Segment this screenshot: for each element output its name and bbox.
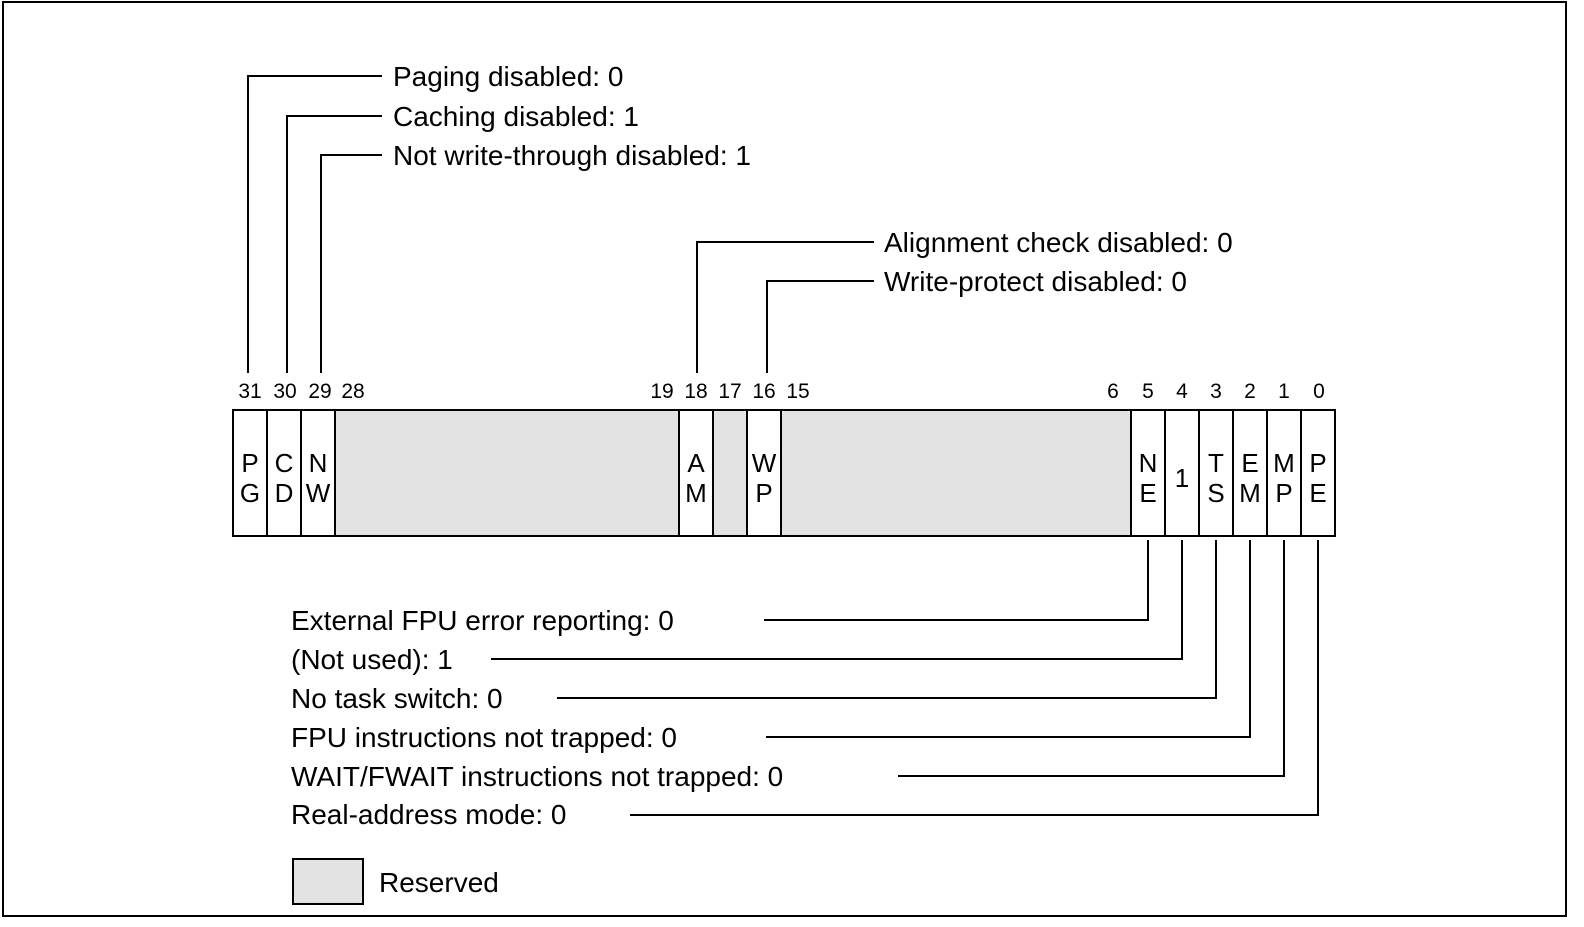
leader-line-cd — [286, 115, 382, 373]
labels-top: Paging disabled: 0 Caching disabled: 1 N… — [393, 61, 1233, 297]
labels-bottom: External FPU error reporting: 0 (Not use… — [291, 605, 783, 830]
field-bit4-value: 1 — [1175, 463, 1189, 493]
leader-line-pe — [630, 540, 1319, 816]
leader-line-mp — [898, 540, 1285, 777]
legend: Reserved — [292, 858, 499, 905]
field-ts-line1: T — [1208, 448, 1224, 478]
field-pe-line2: E — [1309, 478, 1326, 508]
leader-lines-top — [247, 75, 874, 373]
bit-number-31: 31 — [238, 380, 261, 403]
field-pe-line1: P — [1309, 448, 1326, 478]
bit-number-29: 29 — [308, 380, 331, 403]
label-am: Alignment check disabled: 0 — [884, 227, 1233, 258]
bit-number-2: 2 — [1244, 380, 1256, 403]
field-cell-pg — [232, 409, 268, 537]
legend-reserved-label: Reserved — [379, 867, 499, 898]
field-am-line1: A — [687, 448, 705, 478]
label-ts: No task switch: 0 — [291, 683, 503, 714]
field-cell-wp — [746, 409, 782, 537]
field-am-line2: M — [685, 478, 707, 508]
leader-line-pg — [247, 75, 382, 373]
bit-number-3: 3 — [1210, 380, 1222, 403]
field-ts-line2: S — [1207, 478, 1224, 508]
field-em-line1: E — [1241, 448, 1258, 478]
bit-number-row: 31 30 29 28 19 18 17 16 15 6 5 4 3 2 1 0 — [238, 380, 1325, 403]
bit-number-19: 19 — [650, 380, 673, 403]
label-em: FPU instructions not trapped: 0 — [291, 722, 677, 753]
label-bit4: (Not used): 1 — [291, 644, 453, 675]
leader-lines-bottom — [491, 540, 1319, 816]
field-cell-ts — [1198, 409, 1234, 537]
register-bar — [232, 409, 1336, 537]
field-cell-ne — [1130, 409, 1166, 537]
label-ne: External FPU error reporting: 0 — [291, 605, 674, 636]
label-cd: Caching disabled: 1 — [393, 101, 639, 132]
field-cell-nw — [300, 409, 336, 537]
field-mp-line1: M — [1273, 448, 1295, 478]
bit-number-15: 15 — [786, 380, 809, 403]
field-cell-cd — [266, 409, 302, 537]
field-nw-line2: W — [306, 478, 331, 508]
field-cell-bit4 — [1164, 409, 1200, 537]
bit-number-30: 30 — [273, 380, 296, 403]
bit-number-5: 5 — [1142, 380, 1154, 403]
reserved-field-17 — [712, 409, 748, 537]
label-mp: WAIT/FWAIT instructions not trapped: 0 — [291, 761, 783, 792]
leader-line-nw — [320, 154, 382, 373]
field-cell-pe — [1300, 409, 1336, 537]
field-cd-line1: C — [275, 448, 294, 478]
field-ne-line1: N — [1139, 448, 1158, 478]
leader-line-bit4 — [491, 540, 1183, 660]
leader-line-am — [696, 241, 874, 373]
field-wp-line2: P — [755, 478, 772, 508]
leader-line-wp — [766, 280, 874, 373]
field-cd-line2: D — [275, 478, 294, 508]
field-ne-line2: E — [1139, 478, 1156, 508]
label-pg: Paging disabled: 0 — [393, 61, 623, 92]
field-cell-am — [678, 409, 714, 537]
field-nw-line1: N — [309, 448, 328, 478]
field-pg-line2: G — [240, 478, 260, 508]
reserved-field-28-19 — [334, 409, 680, 537]
reserved-field-15-6 — [780, 409, 1132, 537]
bit-number-1: 1 — [1278, 380, 1290, 403]
label-nw: Not write-through disabled: 1 — [393, 140, 751, 171]
legend-reserved-swatch — [292, 858, 364, 905]
field-mp-line2: P — [1275, 478, 1292, 508]
leader-line-ne — [764, 540, 1149, 621]
field-em-line2: M — [1239, 478, 1261, 508]
bit-number-28: 28 — [341, 380, 364, 403]
field-letters: P G C D N W A M W P N E 1 T S E M M P P … — [240, 448, 1327, 508]
bit-number-17: 17 — [718, 380, 741, 403]
bit-number-16: 16 — [752, 380, 775, 403]
leader-line-ts — [557, 540, 1217, 699]
leader-line-em — [766, 540, 1251, 738]
field-cell-em — [1232, 409, 1268, 537]
field-wp-line1: W — [752, 448, 777, 478]
label-pe: Real-address mode: 0 — [291, 799, 566, 830]
bit-number-18: 18 — [684, 380, 707, 403]
bit-number-4: 4 — [1176, 380, 1188, 403]
bit-number-0: 0 — [1313, 380, 1325, 403]
bit-number-6: 6 — [1107, 380, 1119, 403]
label-wp: Write-protect disabled: 0 — [884, 266, 1187, 297]
field-pg-line1: P — [241, 448, 258, 478]
